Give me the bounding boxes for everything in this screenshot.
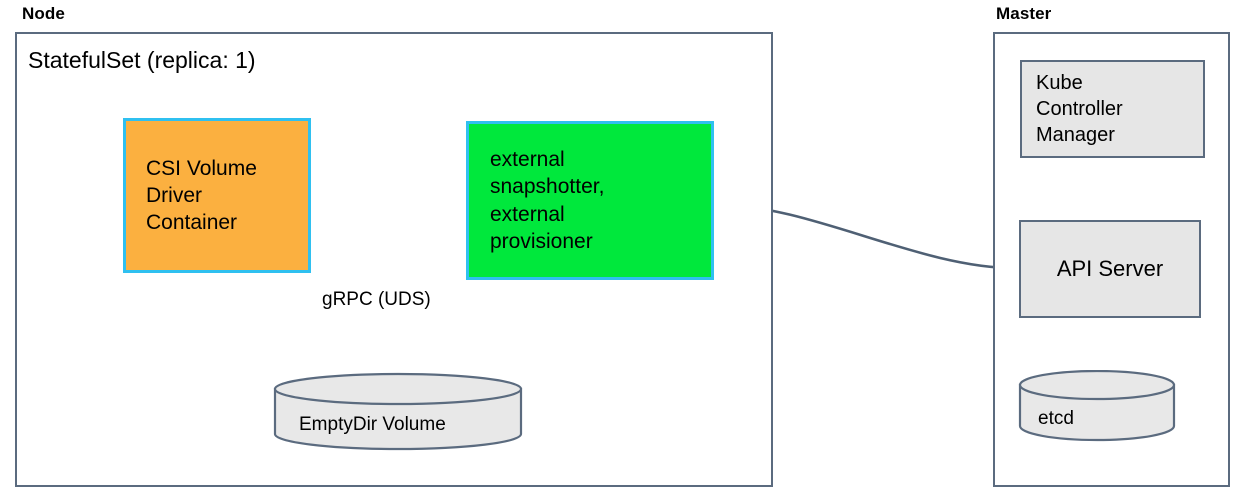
external-box-line-2: snapshotter,: [490, 175, 605, 199]
box-external-snapshotter-provisioner[interactable]: external snapshotter, external provision…: [466, 121, 714, 280]
box-api-server[interactable]: API Server: [1019, 220, 1201, 318]
statefulset-title: StatefulSet (replica: 1): [28, 47, 256, 73]
api-server-label: API Server: [1056, 255, 1164, 281]
csi-box-line-1: CSI Volume: [146, 156, 257, 180]
external-box-line-4: provisioner: [490, 229, 593, 253]
zone-label-master: Master: [996, 4, 1052, 23]
cylinder-emptydir-volume[interactable]: EmptyDir Volume: [273, 372, 523, 451]
kcm-line-1: Kube: [1036, 72, 1083, 94]
csi-box-line-2: Driver: [146, 183, 202, 207]
kcm-line-3: Manager: [1036, 124, 1115, 146]
external-box-line-3: external: [490, 202, 565, 226]
cylinder-etcd[interactable]: etcd: [1018, 370, 1176, 442]
csi-box-line-3: Container: [146, 211, 238, 235]
box-kube-controller-manager[interactable]: Kube Controller Manager: [1020, 60, 1205, 158]
zone-label-node: Node: [22, 4, 65, 23]
etcd-cylinder-shape: [1018, 370, 1176, 442]
emptydir-volume-label: EmptyDir Volume: [299, 414, 446, 435]
kcm-line-2: Controller: [1036, 98, 1123, 120]
etcd-label: etcd: [1038, 408, 1074, 429]
external-box-line-1: external: [490, 147, 565, 171]
box-csi-volume-driver-container[interactable]: CSI Volume Driver Container: [123, 118, 311, 273]
edge-label-grpc-uds: gRPC (UDS): [322, 289, 431, 310]
emptydir-cylinder-shape: [273, 372, 523, 451]
